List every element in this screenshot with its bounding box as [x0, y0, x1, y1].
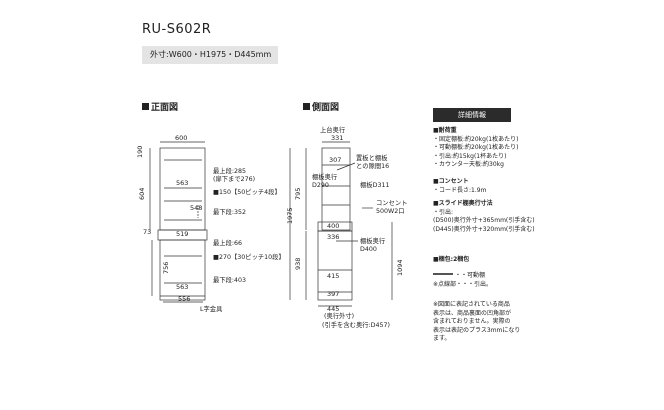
- side-1975: 1975: [286, 207, 294, 224]
- side-397: 397: [327, 290, 339, 298]
- movable-shelf-swatch-icon: [433, 273, 453, 275]
- front-note-lower-2: ■270【30ピッチ10段】: [213, 254, 285, 261]
- side-top-depth-label: 上台奥行: [320, 127, 346, 134]
- front-548: 548: [190, 204, 202, 212]
- side-307: 307: [329, 156, 341, 164]
- side-shelf-d311: 棚板D311: [360, 182, 390, 189]
- square-bullet-icon: [142, 103, 149, 110]
- side-lower-body: [317, 230, 353, 301]
- side-gap-label: 置板と棚板: [356, 155, 388, 162]
- front-dim-190: 190: [136, 146, 144, 158]
- legend-section: ・・可動棚 ※点線部・・・引出。: [433, 272, 492, 289]
- front-note-lower-3: 最下段:403: [213, 277, 247, 284]
- outlet-section: ■コンセント ・コード長さ:1.9m: [433, 178, 486, 195]
- side-gap-label-2: との隙間16: [356, 163, 390, 170]
- side-view-title-text: 側面図: [312, 103, 340, 113]
- side-depth-note: (奥行外寸): [324, 313, 355, 320]
- note-line-4: 表示は表記のプラス3mmになり: [433, 326, 521, 334]
- side-shelf-depth-lower-label: 棚板奥行: [360, 238, 386, 245]
- front-note-upper-4: 最下段:352: [213, 209, 247, 216]
- load-title: ■耐荷重: [433, 127, 457, 134]
- pack-title: ■梱包:2梱包: [433, 256, 470, 263]
- legend-movable: ・・可動棚: [433, 272, 492, 281]
- side-795: 795: [294, 188, 302, 200]
- front-upper-width: 563: [176, 179, 188, 187]
- front-note-upper-1: 最上段:285: [213, 168, 247, 175]
- front-width-label: 600: [175, 134, 187, 142]
- slide-item-2: (D500)奥行外寸+365mm(引手含む): [433, 217, 535, 225]
- front-note-lower-1: 最上段:66: [213, 240, 243, 247]
- load-item-2: ・可動棚板:約20kg(1枚あたり): [433, 144, 519, 152]
- pack-section: ■梱包:2梱包: [433, 256, 469, 265]
- front-lower-width: 563: [176, 283, 188, 291]
- note-line-5: ます。: [433, 335, 451, 343]
- legend-drawer: ※点線部・・・引出。: [433, 280, 493, 288]
- side-336: 336: [327, 233, 339, 241]
- side-shelf-depth-lower: D400: [360, 246, 377, 253]
- slide-section: ■スライド棚奥行寸法 ・引出: (D500)奥行外寸+365mm(引手含む) (…: [433, 200, 535, 234]
- load-item-1: ・固定棚板:約20kg(1枚あたり): [433, 135, 519, 143]
- front-note-upper-3: ■150【50ピッチ4段】: [213, 189, 281, 196]
- side-view-title: 側面図: [303, 100, 339, 113]
- outer-dimensions: 外寸:W600・H1975・D445mm: [142, 46, 278, 64]
- note-line-2: 表示は、商品裏面の凹角部が: [433, 309, 512, 317]
- slide-title: ■スライド棚奥行寸法: [433, 200, 493, 207]
- front-dim-73: 73: [143, 228, 151, 236]
- side-shelf-depth-upper-label: 棚板奥行: [312, 174, 338, 181]
- front-view-title-text: 正面図: [151, 103, 179, 113]
- side-400: 400: [327, 222, 339, 230]
- side-445: 445: [327, 305, 339, 313]
- model-number: RU-S602R: [142, 22, 212, 37]
- load-section: ■耐荷重 ・固定棚板:約20kg(1枚あたり) ・可動棚板:約20kg(1枚あた…: [433, 127, 518, 170]
- front-view-title: 正面図: [142, 100, 178, 113]
- square-bullet-icon: [303, 103, 310, 110]
- legend-movable-text: ・・可動棚: [455, 272, 486, 279]
- side-1094: 1094: [396, 259, 404, 276]
- load-item-3: ・引出:約15kg(1杯あたり): [433, 152, 507, 160]
- outlet-title: ■コンセント: [433, 178, 469, 185]
- front-dim-604: 604: [138, 188, 146, 200]
- front-lower-body: [159, 239, 206, 301]
- front-519: 519: [176, 230, 188, 238]
- gap-leader: [336, 162, 356, 171]
- side-shelf-depth-upper: D290: [312, 182, 329, 189]
- side-top-depth: 331: [331, 134, 343, 142]
- notes-section: ※図面に表記されている商品 表示は、商品裏面の凹角部が 含まれておりません。実際…: [433, 301, 520, 344]
- side-938: 938: [294, 258, 302, 270]
- side-outlet-label: コンセント: [376, 200, 408, 207]
- side-415: 415: [327, 272, 339, 280]
- front-bottom-width: 556: [178, 295, 190, 303]
- slide-item-3: (D445)奥行外寸+320mm(引手含む): [433, 225, 535, 233]
- note-line-1: ※図面に表記されている商品: [433, 301, 510, 308]
- side-upper-body: [321, 147, 351, 231]
- side-handle-note: (引手を含む奥行:D457): [322, 322, 390, 329]
- outlet-item: ・コード長さ:1.9m: [433, 186, 487, 194]
- details-header: 詳細情報: [433, 108, 511, 122]
- load-item-4: ・カウンター天板:約30kg: [433, 161, 504, 169]
- front-note-upper-2: (扉下まで276): [213, 176, 256, 183]
- front-hinge-label: L字金具: [200, 306, 223, 313]
- slide-item-1: ・引出:: [433, 208, 454, 216]
- front-756: 756: [162, 262, 170, 274]
- note-line-3: 含まれておりません。実際の: [433, 318, 511, 326]
- side-outlet-spec: 500W2口: [376, 208, 405, 215]
